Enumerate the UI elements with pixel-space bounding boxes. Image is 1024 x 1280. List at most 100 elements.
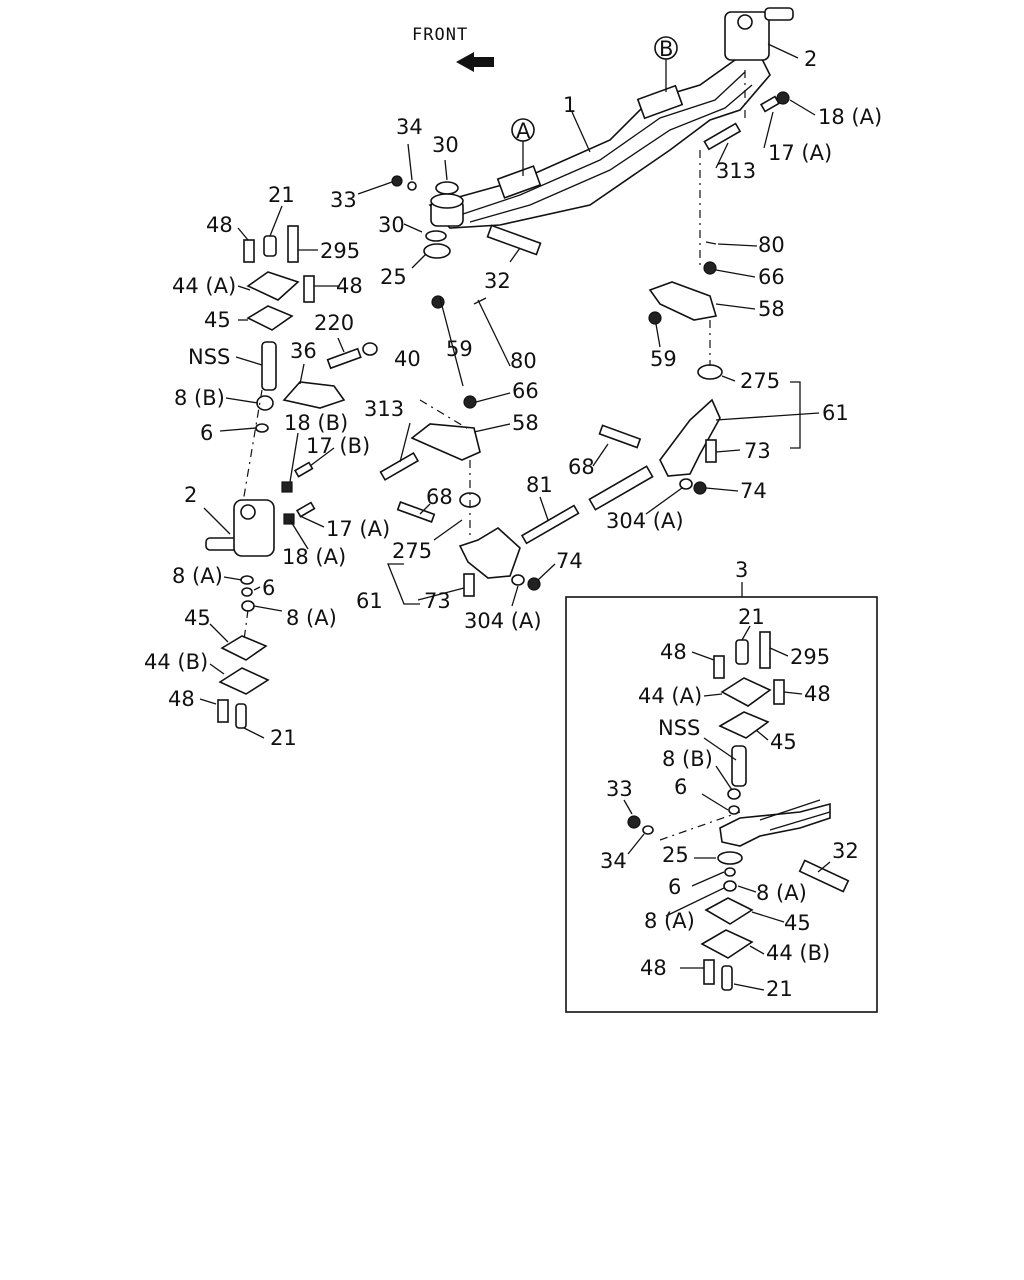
label-21-lower: 21 <box>270 726 297 750</box>
label-61-center: 61 <box>356 589 383 613</box>
label-66-center: 66 <box>512 379 539 403</box>
label-25: 25 <box>380 265 407 289</box>
inset-label-21-top: 21 <box>738 605 765 629</box>
label-6-lower: 6 <box>262 576 275 600</box>
label-59-center: 59 <box>446 337 473 361</box>
kingpin-32 <box>486 224 542 256</box>
label-45-lower: 45 <box>184 606 211 630</box>
label-80-right: 80 <box>758 233 785 257</box>
label-275-center: 275 <box>392 539 432 563</box>
label-8b: 8 (B) <box>174 386 225 410</box>
tie-rod-stud-313-left <box>379 451 420 481</box>
label-304a-center: 304 (A) <box>464 609 542 633</box>
inset-label-295: 295 <box>790 645 830 669</box>
tie-rod-81-end <box>520 504 580 545</box>
axle-beam <box>428 54 771 229</box>
label-40: 40 <box>394 347 421 371</box>
label-313-right: 313 <box>716 159 756 183</box>
label-18a-left: 18 (A) <box>282 545 346 569</box>
inset-label-44a: 44 (A) <box>638 684 702 708</box>
label-58-center: 58 <box>512 411 539 435</box>
label-17a-right: 17 (A) <box>768 141 832 165</box>
inset-label-44b: 44 (B) <box>766 941 830 965</box>
label-6-top: 6 <box>200 421 213 445</box>
inset-box <box>565 596 878 1013</box>
label-32: 32 <box>484 269 511 293</box>
label-44a: 44 (A) <box>172 274 236 298</box>
label-73-center: 73 <box>424 589 451 613</box>
front-arrow-icon <box>456 52 494 72</box>
label-304a-right: 304 (A) <box>606 509 684 533</box>
inset-label-8a-right: 8 (A) <box>756 881 807 905</box>
label-68-center: 68 <box>426 485 453 509</box>
label-8a-upper: 8 (A) <box>172 564 223 588</box>
label-1: 1 <box>563 93 576 117</box>
inset-leader-lines <box>623 625 831 991</box>
label-17b: 17 (B) <box>306 434 370 458</box>
label-58-right: 58 <box>758 297 785 321</box>
stud-17a-right <box>759 95 781 113</box>
tie-rod-stud-313-right <box>703 122 742 151</box>
label-48-lower: 48 <box>168 687 195 711</box>
label-73-right: 73 <box>744 439 771 463</box>
inset-label-45-lower: 45 <box>784 911 811 935</box>
nut-18a-right <box>776 91 790 105</box>
label-44b: 44 (B) <box>144 650 208 674</box>
label-80-center: 80 <box>510 349 537 373</box>
inset-label-33: 33 <box>606 777 633 801</box>
label-30-top: 30 <box>432 133 459 157</box>
inset-label-nss: NSS <box>658 716 700 740</box>
leader-lines <box>199 43 820 739</box>
label-313-left: 313 <box>364 397 404 421</box>
inset-label-6-top: 6 <box>674 775 687 799</box>
inset-label-21-lower: 21 <box>766 977 793 1001</box>
inset-label-48-right: 48 <box>804 682 831 706</box>
inset-label-34: 34 <box>600 849 627 873</box>
steering-arm-right <box>598 241 723 495</box>
inset-label-32: 32 <box>832 839 859 863</box>
inset-label-6-lower: 6 <box>668 875 681 899</box>
label-68-right: 68 <box>568 455 595 479</box>
label-18b: 18 (B) <box>284 411 348 435</box>
label-8a-lower: 8 (A) <box>286 606 337 630</box>
label-2-left: 2 <box>184 483 197 507</box>
inset-label-25: 25 <box>662 843 689 867</box>
label-66-right: 66 <box>758 265 785 289</box>
label-275-right: 275 <box>740 369 780 393</box>
label-30-bottom: 30 <box>378 213 405 237</box>
label-45-top: 45 <box>204 308 231 332</box>
label-21-top: 21 <box>268 183 295 207</box>
label-48-right: 48 <box>336 274 363 298</box>
label-220: 220 <box>314 311 354 335</box>
label-81: 81 <box>526 473 553 497</box>
inset-label-8a-left: 8 (A) <box>644 909 695 933</box>
label-nss: NSS <box>188 345 230 369</box>
tie-rod-81 <box>588 465 654 511</box>
inset-label-45-top: 45 <box>770 730 797 754</box>
label-74-center: 74 <box>556 549 583 573</box>
inset-title: 3 <box>735 558 748 582</box>
left-steering-knuckle <box>205 461 316 557</box>
kingpin-bush-stack <box>391 175 464 259</box>
inset-label-48-top: 48 <box>660 640 687 664</box>
steering-arm-left <box>396 295 541 597</box>
label-36: 36 <box>290 339 317 363</box>
upper-cap-assembly <box>243 225 378 433</box>
label-74-right: 74 <box>740 479 767 503</box>
label-18a-right: 18 (A) <box>818 105 882 129</box>
front-direction-label: FRONT <box>412 25 468 45</box>
label-33: 33 <box>330 188 357 212</box>
label-17a-left: 17 (A) <box>326 517 390 541</box>
inset-label-48-lower: 48 <box>640 956 667 980</box>
lower-cap-assembly-left <box>217 575 270 729</box>
label-61-right: 61 <box>822 401 849 425</box>
inset-assembly <box>627 631 850 991</box>
label-295: 295 <box>320 239 360 263</box>
callout-a: A <box>516 119 531 143</box>
right-steering-knuckle <box>724 7 794 61</box>
label-34: 34 <box>396 115 423 139</box>
label-59-right: 59 <box>650 347 677 371</box>
inset-label-8b: 8 (B) <box>662 747 713 771</box>
label-2-right: 2 <box>804 47 817 71</box>
